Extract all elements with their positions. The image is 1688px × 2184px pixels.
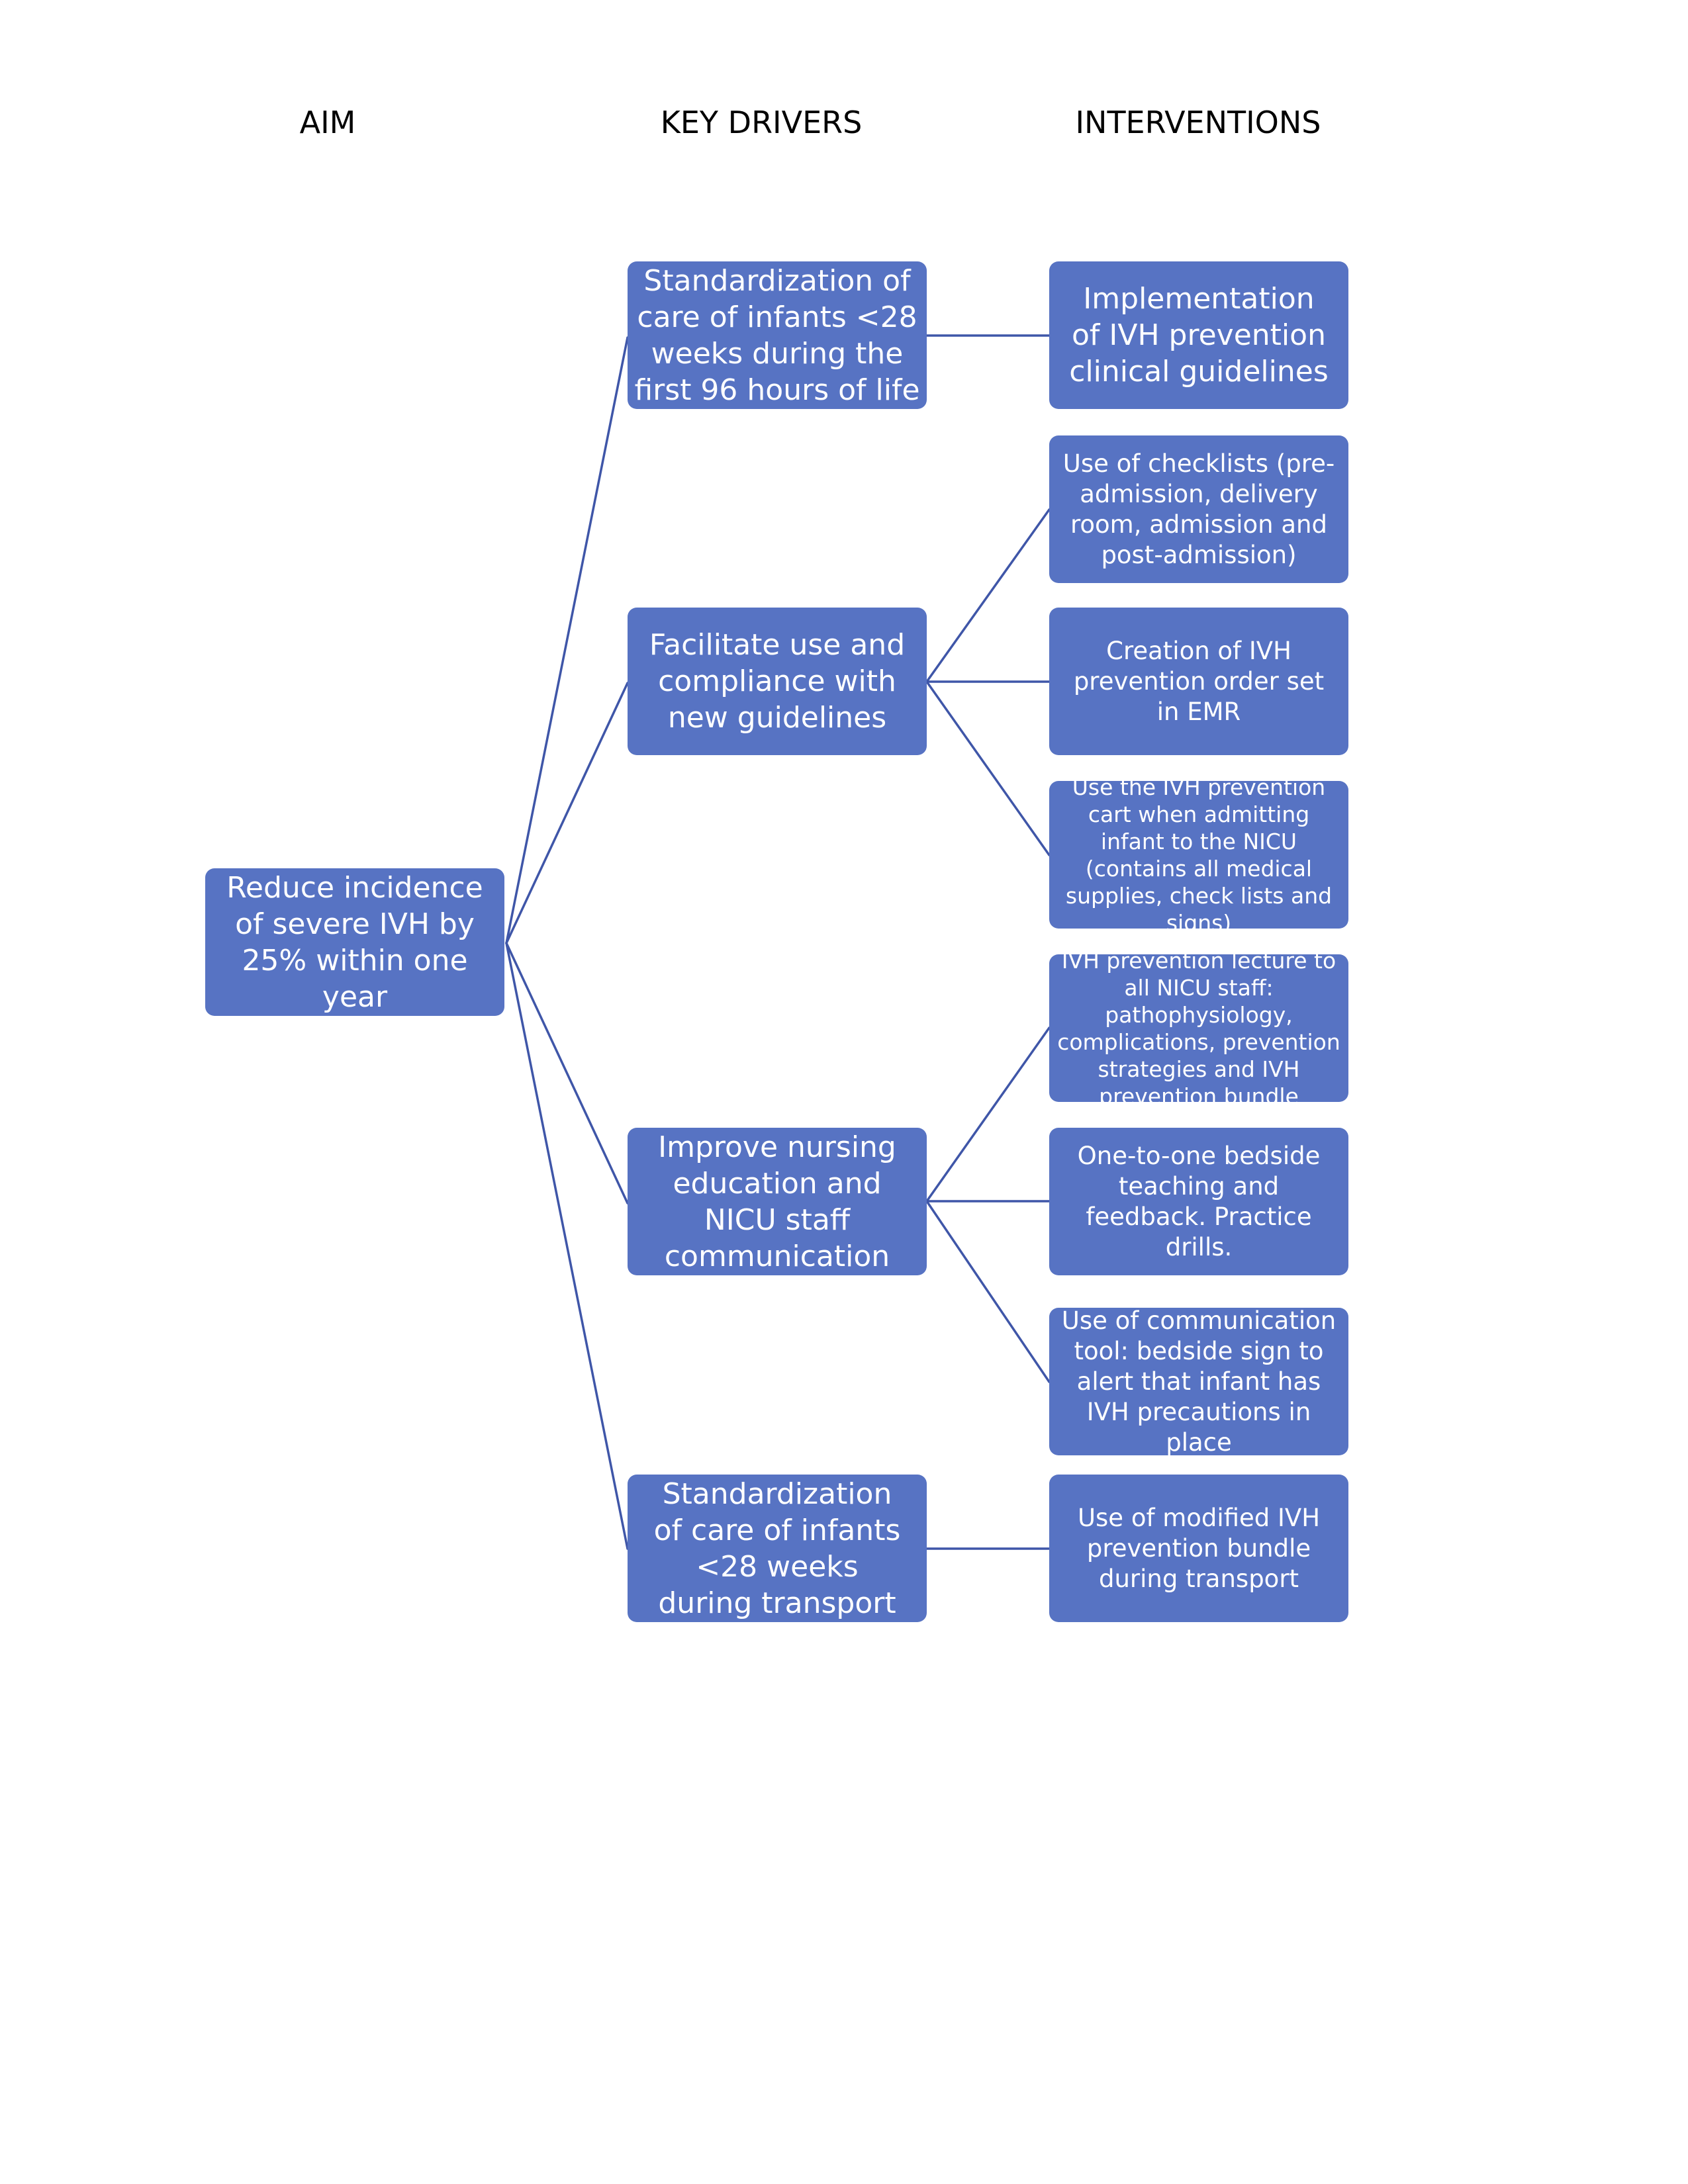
connector-aim-driver-2 [505,682,629,944]
header-aim: AIM [299,105,356,140]
driver-text-2: Facilitate use and compliance with new g… [649,628,906,735]
driver-box-4: Standardization of care of infants <28 w… [628,1475,927,1622]
intervention-box-8: Use of modified IVH prevention bundle du… [1049,1475,1348,1622]
intervention-box-4: Use the IVH prevention cart when admitti… [1049,774,1348,936]
intervention-text-6: One-to-one bedside teaching and feedback… [1077,1141,1321,1261]
connector-driver-3-intervention-5 [925,1026,1051,1203]
driver-box-1: Standardization of care of infants <28 w… [628,261,927,409]
header-key-drivers: KEY DRIVERS [660,105,863,140]
connector-driver-3-intervention-7 [925,1200,1051,1383]
intervention-text-2: Use of checklists (pre-admission, delive… [1062,449,1335,569]
connector-aim-driver-1 [505,336,629,944]
driver-text-1: Standardization of care of infants <28 w… [634,263,920,407]
connector-aim-driver-3 [505,942,629,1205]
intervention-text-7: Use of communication tool: bedside sign … [1061,1306,1336,1457]
intervention-text-3: Creation of IVH prevention order set in … [1073,636,1325,726]
aim-box: Reduce incidence of severe IVH by 25% wi… [205,868,504,1016]
intervention-box-1: Implementation of IVH prevention clinica… [1049,261,1348,409]
header-interventions: INTERVENTIONS [1075,105,1321,140]
intervention-text-5: IVH prevention lecture to all NICU staff… [1057,947,1340,1109]
driver-text-3: Improve nursing education and NICU staff… [658,1130,896,1273]
driver-box-3: Improve nursing education and NICU staff… [628,1128,927,1275]
connector-driver-2-intervention-4 [925,680,1051,856]
intervention-box-5: IVH prevention lecture to all NICU staff… [1049,948,1348,1109]
driver-box-2: Facilitate use and compliance with new g… [628,608,927,755]
intervention-text-4: Use the IVH prevention cart when admitti… [1065,774,1333,936]
intervention-box-6: One-to-one bedside teaching and feedback… [1049,1128,1348,1275]
intervention-box-2: Use of checklists (pre-admission, delive… [1049,435,1348,583]
aim-text: Reduce incidence of severe IVH by 25% wi… [226,870,483,1014]
driver-text-4: Standardization of care of infants <28 w… [653,1477,901,1620]
connector-driver-2-intervention-2 [925,508,1051,683]
intervention-box-3: Creation of IVH prevention order set in … [1049,608,1348,755]
intervention-text-8: Use of modified IVH prevention bundle du… [1077,1503,1321,1593]
connector-aim-driver-4 [505,942,629,1550]
intervention-box-7: Use of communication tool: bedside sign … [1049,1306,1348,1457]
intervention-text-1: Implementation of IVH prevention clinica… [1069,282,1329,388]
